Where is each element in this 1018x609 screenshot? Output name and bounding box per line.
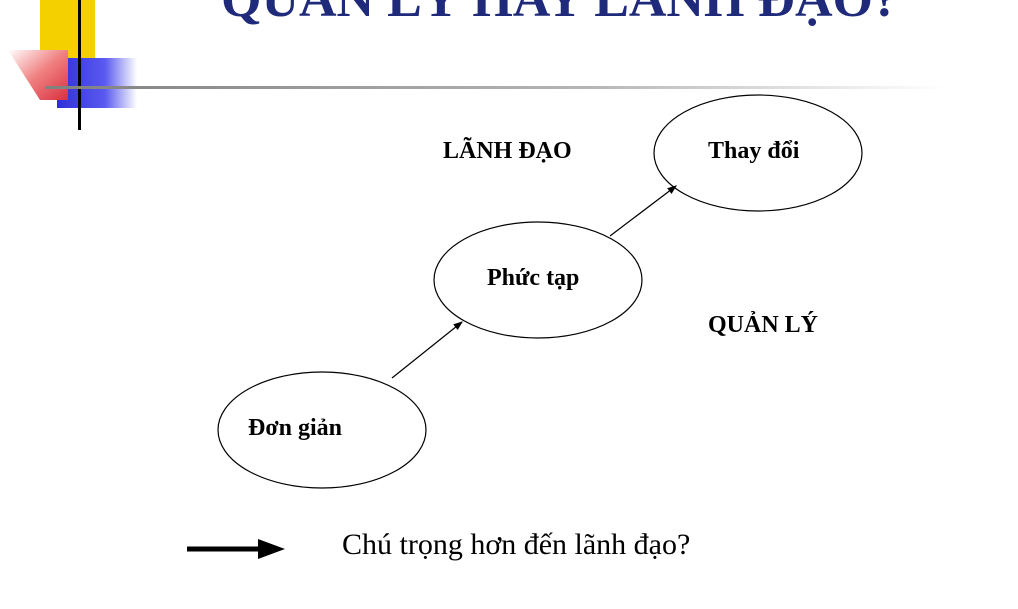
node-complex-ellipse <box>433 221 643 339</box>
emphasis-arrow-head <box>258 539 285 559</box>
deco-yellow-square <box>40 0 95 58</box>
node-complex-label: Phức tạp <box>487 265 580 291</box>
footer-caption: Chú trọng hơn đến lãnh đạo? <box>342 528 691 561</box>
corner-decoration <box>8 0 945 130</box>
slide-title: QUẢN LÝ HAY LÃNH ĐẠO? <box>130 0 990 30</box>
deco-blue-square <box>57 58 137 108</box>
arrow-simple-to-complex <box>391 321 463 379</box>
management-label: QUẢN LÝ <box>708 312 819 338</box>
node-simple-ellipse <box>217 371 427 489</box>
title-rule <box>45 86 945 89</box>
deco-vertical-bar <box>78 0 81 130</box>
leadership-label: LÃNH ĐẠO <box>443 138 572 164</box>
node-change-label: Thay đổi <box>708 138 800 164</box>
node-change-ellipse <box>653 94 863 212</box>
node-simple-label: Đơn giản <box>248 415 342 441</box>
arrow-complex-to-change <box>609 185 677 237</box>
